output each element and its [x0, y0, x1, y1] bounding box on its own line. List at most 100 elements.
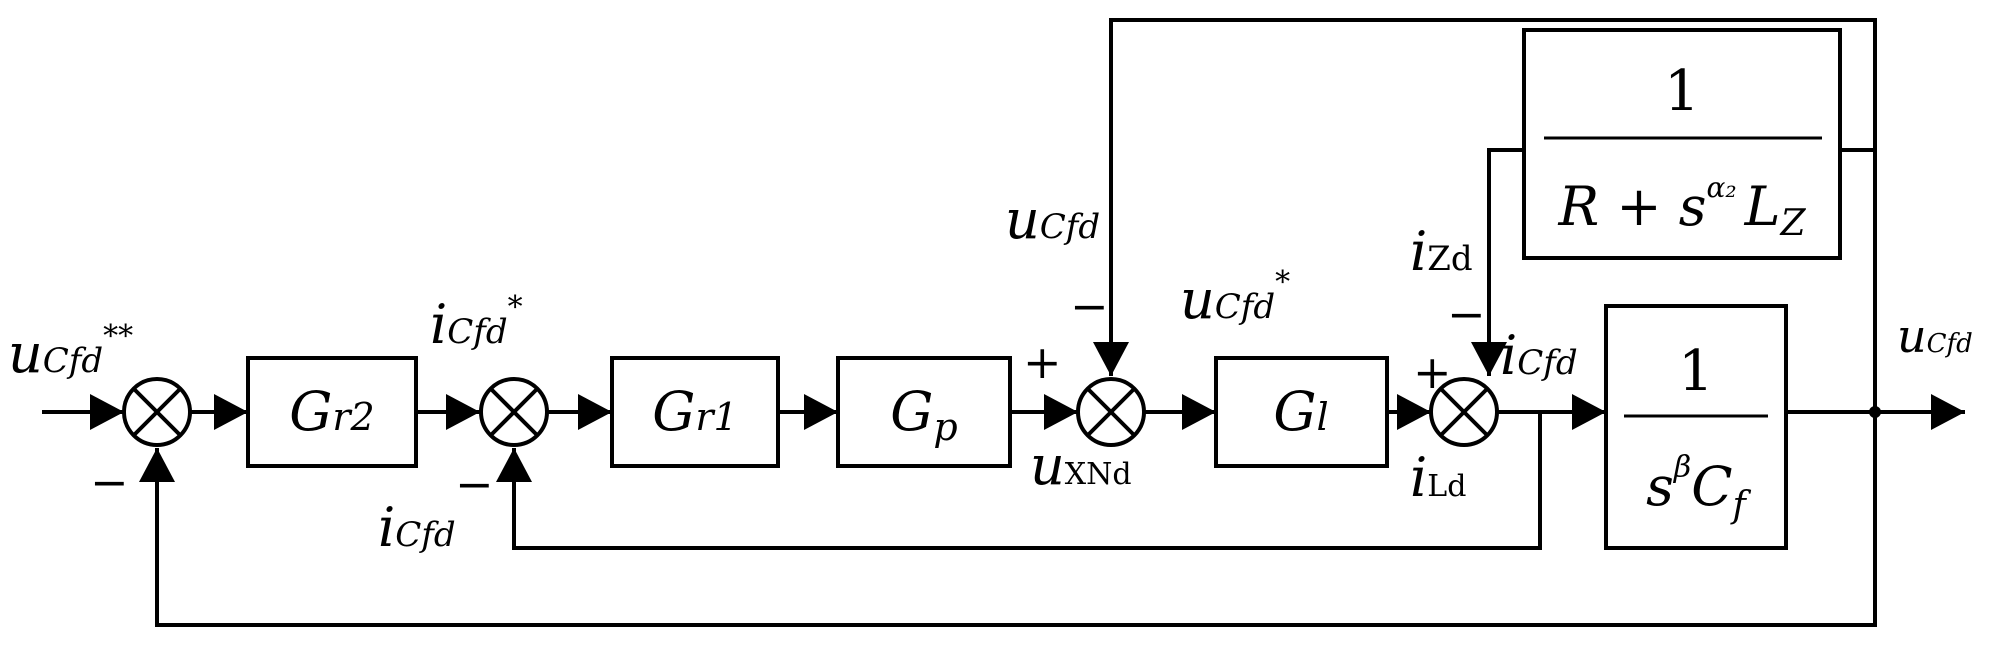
gl-label: Gl [1273, 380, 1328, 443]
tf-c-numerator: 1 [1678, 339, 1714, 404]
tf-z-den-lsub: Z [1779, 203, 1806, 244]
label-u-cfd-out: uCfd [1897, 309, 1973, 363]
sum-junction-3 [1076, 377, 1146, 447]
u-cfd-out-main: u [1897, 309, 1927, 363]
arrow-into-gr2 [214, 394, 248, 430]
sum-junction-1 [122, 377, 192, 447]
u-cfd-top-main: u [1005, 188, 1040, 251]
arrow-down-sum4 [1471, 342, 1507, 376]
u-xnd-sub: XNd [1065, 457, 1132, 492]
outer-feedback [155, 412, 1877, 627]
label-u-cfd-ref: uCfd* [1180, 265, 1290, 331]
gp-label: Gp [890, 380, 957, 449]
sign-minus-sum2: − [455, 457, 494, 511]
label-u-xnd: uXNd [1030, 434, 1132, 497]
arrow-into-sum1 [90, 394, 124, 430]
summing-junctions [122, 377, 1499, 447]
arrow-into-sum4 [1397, 394, 1431, 430]
arrow-into-tfc [1572, 394, 1606, 430]
label-i-cfd-left: iCfd [378, 496, 456, 559]
sign-labels: − − + − + − [90, 279, 1486, 511]
gp-sub: p [933, 405, 957, 449]
sum-junction-4 [1429, 377, 1499, 447]
u-cfd-ref-sup: * [1275, 265, 1290, 300]
sign-minus-sum3: − [1070, 279, 1109, 333]
label-i-ld: iLd [1410, 446, 1466, 509]
gl-main: G [1273, 380, 1316, 443]
arrow-into-gl [1182, 394, 1216, 430]
tf-z-den-exp: α₂ [1706, 171, 1736, 204]
gp-main: G [890, 380, 933, 443]
u-cfd-top-sub: Cfd [1040, 207, 1100, 247]
sign-plus-sum3: + [1023, 335, 1062, 389]
blocks [246, 28, 1842, 550]
inner-feedback [512, 412, 1542, 550]
gr2-main: G [289, 380, 332, 443]
sum-junction-2 [479, 377, 549, 447]
junction-dot [1869, 406, 1881, 418]
block-gr2 [246, 356, 418, 468]
gl-sub: l [1316, 395, 1328, 439]
label-i-cfd-ref: iCfd* [430, 290, 523, 356]
u-xnd-main: u [1030, 434, 1065, 497]
branch-tfz-out [1487, 148, 1524, 376]
sign-minus-sum4: − [1447, 287, 1486, 341]
tf-z-numerator: 1 [1664, 59, 1700, 124]
top-feedback [1109, 18, 1877, 412]
gr1-main: G [652, 380, 695, 443]
i-cfd-right-main: i [1500, 324, 1517, 387]
i-cfd-ref-sub: Cfd [447, 312, 507, 352]
i-cfd-ref-sup: * [508, 290, 523, 325]
u-cfd-out-sub: Cfd [1927, 329, 1973, 359]
sign-minus-sum1: − [90, 455, 129, 509]
tf-z-den-l: L [1744, 175, 1781, 238]
block-gp [836, 356, 1012, 468]
block-tf-z [1522, 28, 1842, 260]
label-u-cfd-ref2: uCfd** [8, 319, 133, 385]
block-gr1 [610, 356, 780, 468]
i-ld-sub: Ld [1427, 469, 1466, 504]
arrowheads [90, 342, 1965, 482]
gr1-sub: r1 [695, 395, 737, 439]
gr2-label: Gr2 [289, 380, 374, 443]
u-cfd-ref2-sub: Cfd [43, 341, 103, 381]
tf-c-den-s: s [1646, 455, 1674, 518]
arrow-output [1931, 394, 1965, 430]
signal-lines [42, 18, 1965, 627]
gr2-sub: r2 [332, 395, 374, 439]
tf-c-den-exp: β [1673, 450, 1691, 485]
label-i-zd: iZd [1410, 220, 1473, 283]
arrow-up-sum2 [496, 448, 532, 482]
tf-z-den-r: R + s [1558, 175, 1707, 238]
u-cfd-ref2-sup: ** [103, 319, 133, 354]
arrow-into-sum3 [1044, 394, 1078, 430]
block-gl [1214, 356, 1389, 468]
label-i-cfd-right: iCfd [1500, 324, 1578, 387]
gr1-label: Gr1 [652, 380, 737, 443]
i-zd-main: i [1410, 220, 1427, 283]
i-cfd-ref-main: i [430, 293, 447, 356]
i-cfd-right-sub: Cfd [1517, 343, 1577, 383]
arrow-into-gr1 [578, 394, 612, 430]
sign-plus-sum4: + [1413, 345, 1452, 399]
fraction-bars [1544, 136, 1822, 418]
block-tf-c [1604, 304, 1788, 550]
signal-labels: uCfd** iCfd* uCfd* uCfd iZd iCfd iCfd uX… [8, 188, 1973, 559]
arrow-into-sum2 [446, 394, 480, 430]
u-cfd-ref-sub: Cfd [1215, 287, 1275, 327]
u-cfd-ref-main: u [1180, 268, 1215, 331]
tf-c-den-c: C [1691, 455, 1732, 518]
i-cfd-left-main: i [378, 496, 395, 559]
i-zd-sub: Zd [1427, 239, 1472, 279]
u-cfd-ref2-main: u [8, 322, 43, 385]
arrow-down-sum3 [1093, 342, 1129, 376]
arrow-up-sum1 [139, 448, 175, 482]
i-ld-main: i [1410, 446, 1427, 509]
i-cfd-left-sub: Cfd [395, 515, 455, 555]
arrow-into-gp [804, 394, 838, 430]
label-u-cfd-top: uCfd [1005, 188, 1100, 251]
